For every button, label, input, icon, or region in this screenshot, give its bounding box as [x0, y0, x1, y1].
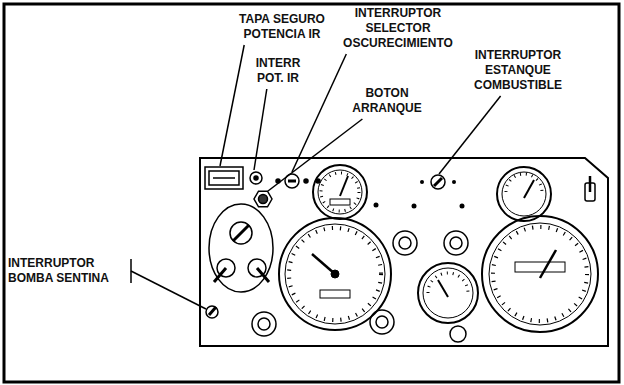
- leader-line: [292, 54, 346, 172]
- ammeter-gauge: [330, 199, 350, 205]
- ir-power-cover: [205, 167, 243, 189]
- tachometer: [320, 290, 350, 298]
- start-button: [254, 191, 272, 207]
- gauge-needle: [340, 176, 348, 196]
- bilge-pump-switch: [206, 306, 218, 318]
- ir-power-cover: [209, 171, 239, 185]
- callout-label: INTERR POT. IR: [250, 56, 306, 86]
- gauge-needle: [312, 254, 335, 274]
- fuel-gauge: [502, 172, 546, 216]
- warning-light: [370, 310, 394, 334]
- ammeter-gauge: [313, 165, 367, 219]
- temperature-gauge: [428, 273, 468, 293]
- bilge-pump-switch: [209, 307, 216, 315]
- warning-light: [252, 312, 276, 336]
- ir-power-switch: [250, 172, 262, 184]
- rotary-switch: [230, 222, 252, 244]
- image-frame: [4, 4, 619, 382]
- indicator-dot: [460, 204, 465, 209]
- fuel-tank-switch: [431, 175, 445, 189]
- ir-power-cover: [213, 177, 235, 179]
- callout-holder: INTERRUPTOR BOMBA SENTINA: [8, 256, 126, 286]
- toggle-switch: [585, 176, 595, 201]
- fuel-tank-switch: [431, 175, 445, 189]
- gauge-needle: [438, 280, 448, 297]
- callout-label: TAPA SEGURO POTENCIA IR: [228, 12, 336, 42]
- ammeter-gauge: [318, 170, 362, 214]
- control-knob: [257, 268, 269, 282]
- fuel-tank-switch: [434, 178, 442, 186]
- warning-light: [450, 237, 462, 249]
- gauge-needle: [524, 180, 534, 198]
- temperature-gauge: [418, 263, 478, 323]
- lower-row: [206, 306, 466, 342]
- indicator-dots: [374, 180, 465, 209]
- speedometer: [493, 227, 587, 321]
- temperature-gauge: [423, 268, 473, 318]
- start-button: [259, 195, 268, 204]
- tachometer: [331, 270, 339, 278]
- leader-line: [439, 96, 501, 174]
- gauge-needle: [540, 250, 556, 278]
- leader-line: [268, 119, 362, 191]
- warning-light: [399, 237, 411, 249]
- warning-light: [450, 326, 466, 342]
- callout-holder: INTERRUPTOR SELECTOR OSCURECIMIENTO: [330, 6, 466, 51]
- leader-line: [131, 271, 206, 309]
- blackout-selector: [288, 180, 296, 183]
- speedometer: [489, 223, 591, 325]
- blackout-selector: [304, 179, 308, 183]
- fuel-gauge: [497, 167, 551, 221]
- callout-holder: INTERR POT. IR: [250, 56, 306, 86]
- leader-line: [254, 89, 267, 170]
- callout-holder: INTERRUPTOR ESTANQUE COMBUSTIBLE: [460, 48, 576, 93]
- speedometer: [482, 216, 598, 332]
- tachometer: [285, 224, 385, 324]
- control-knob: [214, 268, 226, 282]
- temperature-gauge: [418, 263, 478, 323]
- toggle-switch: [589, 176, 592, 192]
- warning-light: [376, 316, 388, 328]
- indicator-dot: [452, 180, 456, 184]
- indicator-dot: [374, 203, 379, 208]
- callout-holder: TAPA SEGURO POTENCIA IR: [228, 12, 336, 42]
- ammeter-gauge: [313, 165, 367, 219]
- odometer: [515, 262, 565, 272]
- indicator-dot: [420, 180, 424, 184]
- start-button: [254, 191, 272, 207]
- warning-light: [444, 231, 468, 255]
- ir-power-switch: [254, 176, 258, 180]
- instrument-panel: [200, 158, 608, 346]
- speedometer: [482, 216, 598, 332]
- callout-label: BOTON ARRANQUE: [346, 86, 428, 116]
- ammeter-gauge: [321, 173, 359, 211]
- callout-holder: BOTON ARRANQUE: [346, 86, 428, 116]
- indicator-dot: [412, 204, 417, 209]
- control-cluster: [209, 204, 273, 292]
- callout-label: INTERRUPTOR ESTANQUE COMBUSTIBLE: [460, 48, 576, 93]
- ir-power-switch: [250, 172, 262, 184]
- tachometer: [289, 228, 381, 320]
- callout-label: INTERRUPTOR BOMBA SENTINA: [8, 256, 126, 286]
- warning-lights: [393, 231, 468, 255]
- ir-power-cover: [205, 167, 243, 189]
- fuel-gauge: [497, 167, 551, 221]
- fuel-gauge: [506, 174, 542, 192]
- control-cluster: [209, 204, 273, 292]
- warning-light: [393, 231, 417, 255]
- callout-label: INTERRUPTOR SELECTOR OSCURECIMIENTO: [330, 6, 466, 51]
- leader-line: [220, 45, 244, 166]
- warning-light: [258, 318, 270, 330]
- rotary-switch: [233, 225, 249, 241]
